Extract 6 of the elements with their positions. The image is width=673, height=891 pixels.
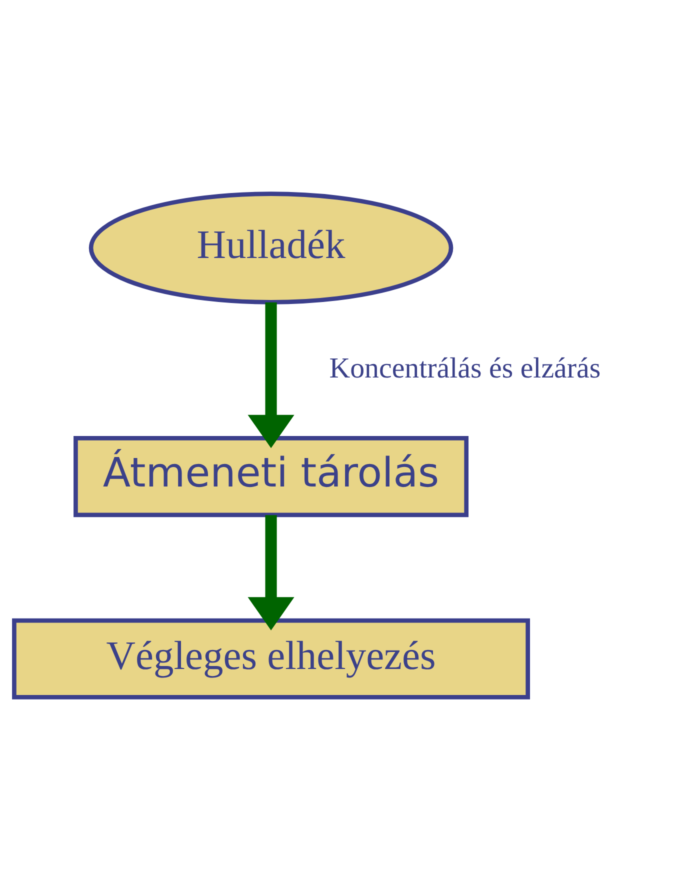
arrow (248, 302, 294, 448)
node-box: Végleges elhelyezés (12, 618, 530, 700)
node-ellipse: Hulladék (88, 192, 454, 304)
node-box: Átmeneti tárolás (74, 436, 469, 518)
arrow (248, 515, 294, 630)
edge-label: Koncentrálás és elzárás (329, 352, 601, 384)
